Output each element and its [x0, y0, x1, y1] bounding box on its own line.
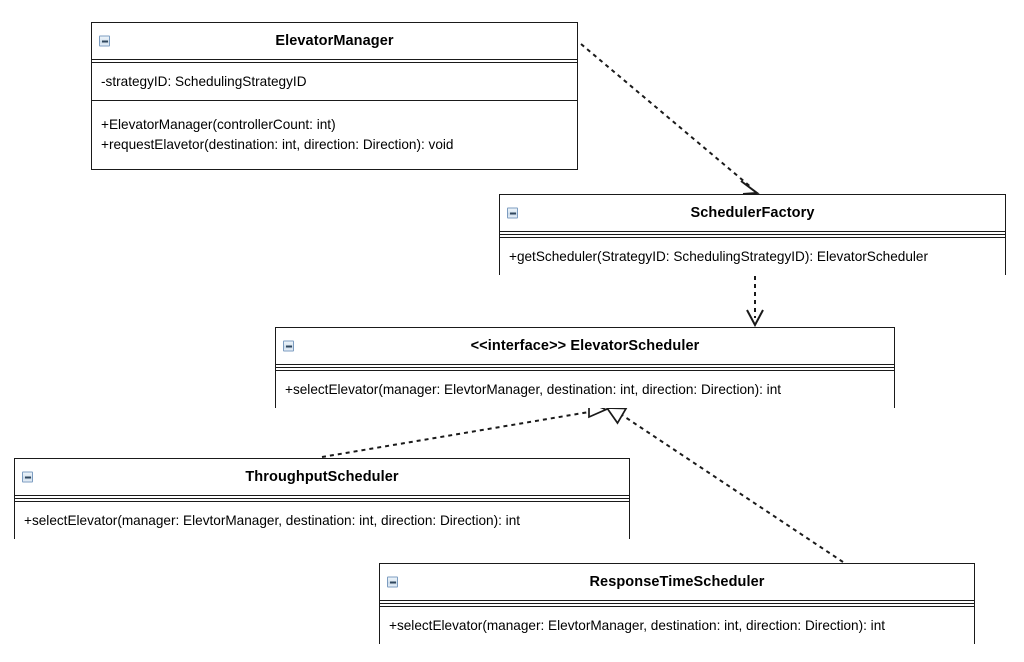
uml-class-scheduler-factory[interactable]: SchedulerFactory +getScheduler(StrategyI…: [499, 194, 1006, 275]
class-header: ThroughputScheduler: [15, 459, 629, 496]
compartment-gap: [276, 365, 894, 367]
class-name: ThroughputScheduler: [245, 469, 399, 485]
collapse-minus-icon[interactable]: [22, 471, 33, 483]
methods-compartment: +getScheduler(StrategyID: SchedulingStra…: [500, 237, 1005, 275]
collapse-minus-icon[interactable]: [387, 576, 398, 588]
class-header: ElevatorManager: [92, 23, 577, 60]
attributes-compartment: [15, 498, 629, 501]
class-header: ResponseTimeScheduler: [380, 564, 974, 601]
attributes-compartment: -strategyID: SchedulingStrategyID: [92, 62, 577, 98]
compartment-gap: [15, 496, 629, 498]
edge-dependency-manager-to-factory[interactable]: [580, 43, 760, 195]
compartment-gap: [92, 60, 577, 62]
methods-compartment: +selectElevator(manager: ElevtorManager,…: [15, 501, 629, 539]
class-name: <<interface>> ElevatorScheduler: [470, 338, 700, 354]
method-row: +selectElevator(manager: ElevtorManager,…: [389, 618, 886, 633]
attribute-row: -strategyID: SchedulingStrategyID: [101, 74, 307, 89]
attributes-compartment: [380, 603, 974, 606]
collapse-minus-icon[interactable]: [283, 340, 294, 352]
method-row: +selectElevator(manager: ElevtorManager,…: [285, 382, 782, 397]
methods-compartment: +selectElevator(manager: ElevtorManager,…: [380, 606, 974, 644]
methods-compartment: +selectElevator(manager: ElevtorManager,…: [276, 370, 894, 408]
method-row: +selectElevator(manager: ElevtorManager,…: [24, 513, 521, 528]
class-header: SchedulerFactory: [500, 195, 1005, 232]
method-row: +requestElavetor(destination: int, direc…: [101, 137, 454, 152]
method-row: +ElevatorManager(controllerCount: int): [101, 117, 336, 132]
uml-class-elevator-manager[interactable]: ElevatorManager -strategyID: SchedulingS…: [91, 22, 578, 170]
collapse-minus-icon[interactable]: [507, 207, 518, 219]
methods-compartment: +ElevatorManager(controllerCount: int) +…: [92, 100, 577, 169]
edge-line: [321, 411, 590, 458]
edge-line: [621, 414, 844, 563]
class-header: <<interface>> ElevatorScheduler: [276, 328, 894, 365]
edge-dependency-factory-to-scheduler[interactable]: [746, 276, 764, 328]
collapse-minus-icon[interactable]: [99, 35, 110, 47]
class-name: ElevatorManager: [275, 33, 394, 49]
attributes-compartment: [500, 234, 1005, 237]
class-name: ResponseTimeScheduler: [589, 574, 765, 590]
hollow-triangle-arrowhead-icon: [605, 407, 628, 425]
edge-realization-throughput-to-scheduler[interactable]: [321, 401, 609, 458]
open-v-arrowhead-icon: [746, 309, 764, 328]
class-name: SchedulerFactory: [690, 205, 815, 221]
open-v-arrowhead-icon: [740, 180, 760, 195]
compartment-gap: [380, 601, 974, 603]
uml-class-throughput-scheduler[interactable]: ThroughputScheduler +selectElevator(mana…: [14, 458, 630, 539]
compartment-gap: [500, 232, 1005, 234]
uml-class-response-time-scheduler[interactable]: ResponseTimeScheduler +selectElevator(ma…: [379, 563, 975, 644]
attributes-compartment: [276, 367, 894, 370]
edge-realization-responsetime-to-scheduler[interactable]: [605, 407, 844, 563]
edge-line: [580, 43, 753, 189]
uml-class-elevator-scheduler[interactable]: <<interface>> ElevatorScheduler +selectE…: [275, 327, 895, 408]
compartment-gap: [92, 98, 577, 100]
method-row: +getScheduler(StrategyID: SchedulingStra…: [509, 249, 928, 264]
